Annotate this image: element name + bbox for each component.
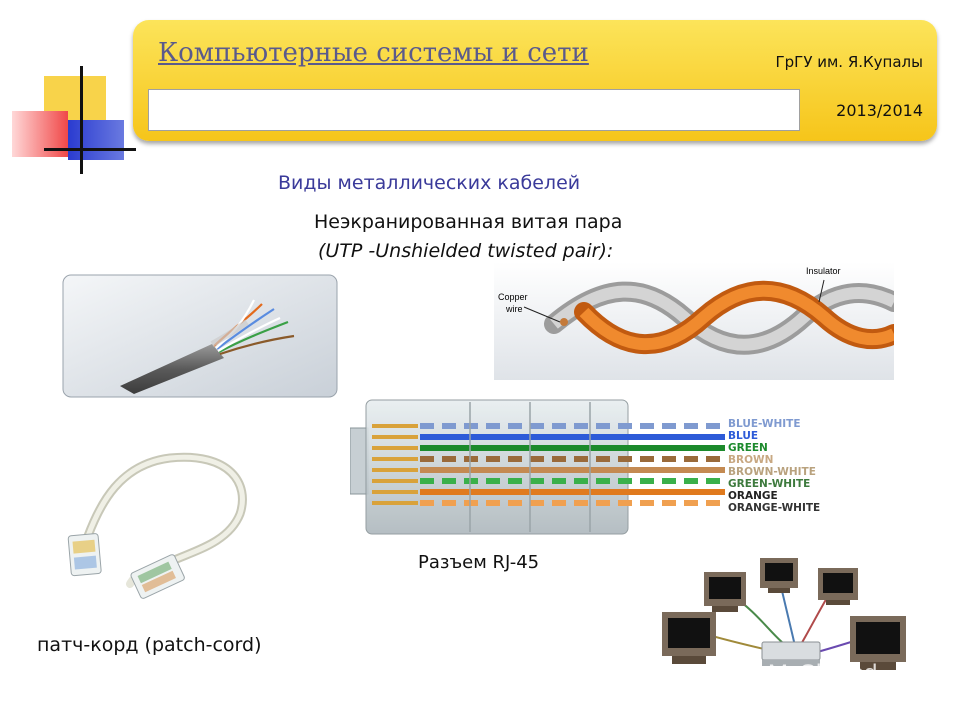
copper-label-line2: wire	[505, 304, 523, 314]
vertical-line	[80, 66, 83, 174]
section-title: Виды металлических кабелей	[278, 172, 581, 194]
wire-label-green-white: GREEN-WHITE	[728, 478, 811, 490]
watermark: MyShared	[768, 660, 878, 687]
insulator-label: Insulator	[806, 266, 841, 276]
utp-title: Неэкранированная витая пара	[314, 211, 623, 233]
academic-year: 2013/2014	[836, 101, 923, 120]
horizontal-line	[44, 148, 136, 151]
patch-cord-caption: патч-корд (patch-cord)	[37, 634, 262, 656]
university-name: ГрГУ им. Я.Купалы	[775, 53, 923, 71]
twisted-pair-diagram: Copper wire Insulator	[494, 262, 894, 380]
wire-label-orange-white: ORANGE-WHITE	[728, 502, 821, 514]
patch-cord-image	[67, 452, 247, 599]
copper-label-line1: Copper	[498, 292, 528, 302]
wire-label-brown: BROWN	[728, 454, 774, 466]
subtitle-box	[148, 89, 800, 131]
wire-label-orange: ORANGE	[728, 490, 778, 502]
utp-cable-image	[62, 274, 338, 398]
wire-label-blue-white: BLUE-WHITE	[728, 418, 801, 430]
monitor-icons	[662, 558, 906, 670]
wire-label-brown-white: BROWN-WHITE	[728, 466, 816, 478]
rj45-connector-image	[350, 399, 725, 535]
wire-label-blue: BLUE	[728, 430, 759, 442]
utp-subtitle: (UTP -Unshielded twisted pair):	[318, 240, 614, 262]
course-title-link[interactable]: Компьютерные системы и сети	[158, 38, 589, 68]
rj45-caption: Разъем RJ-45	[418, 552, 540, 573]
blue-square	[68, 120, 124, 160]
network-switch	[761, 641, 821, 666]
network-computers-image	[662, 558, 906, 670]
wire-label-green: GREEN	[728, 442, 768, 454]
